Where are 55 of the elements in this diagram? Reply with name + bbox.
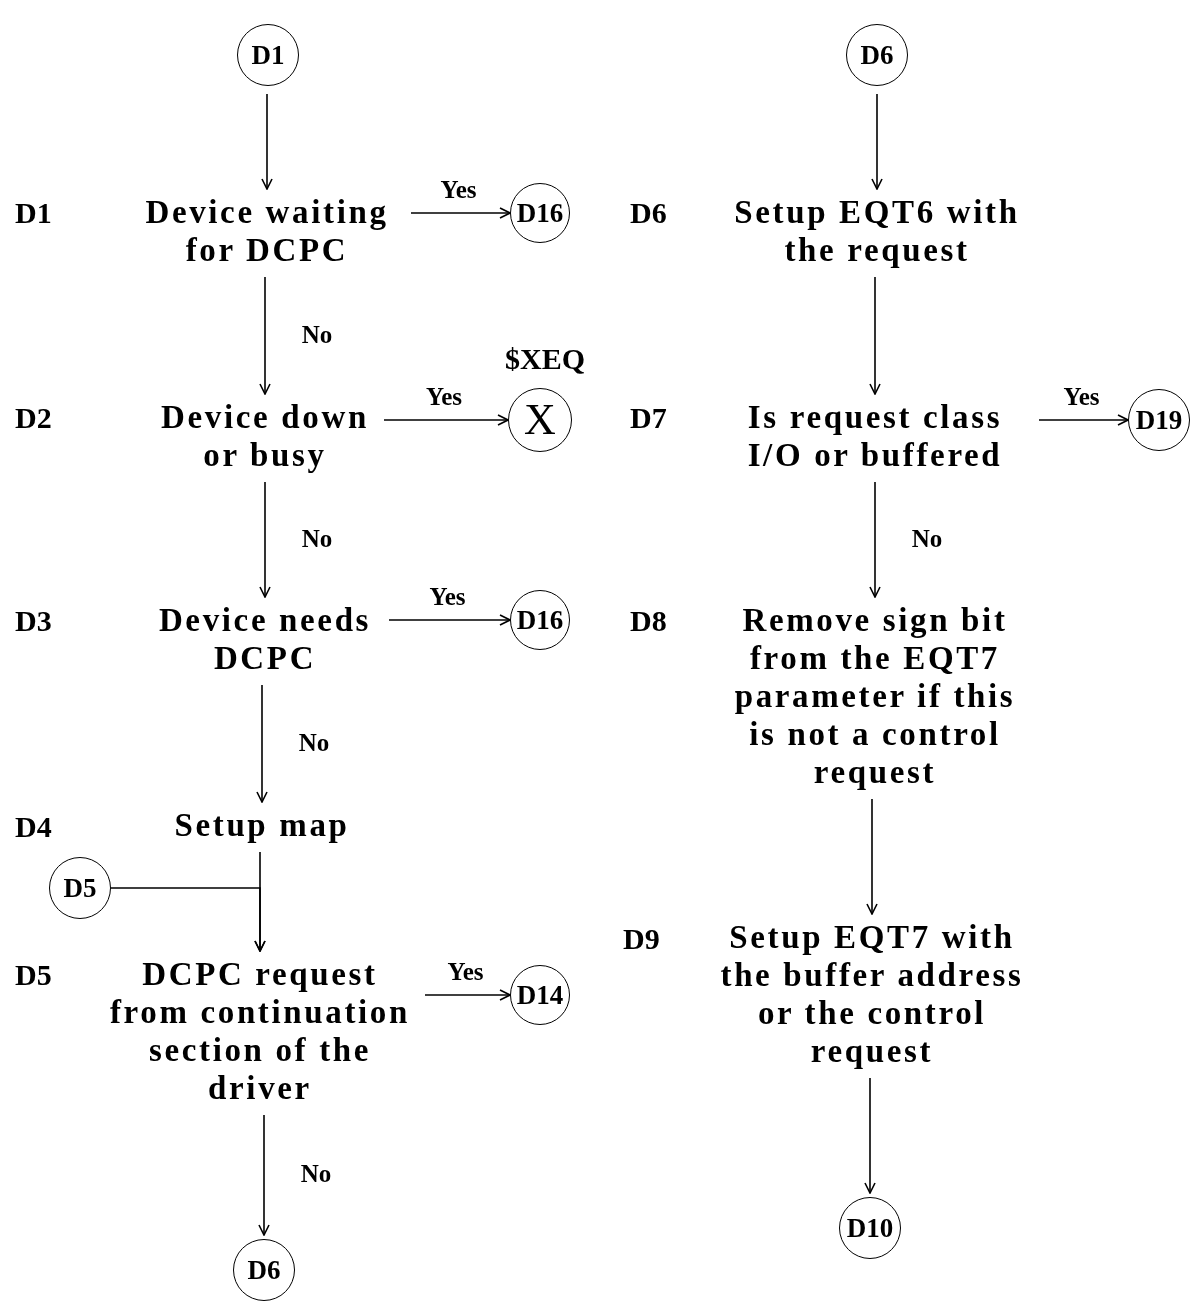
step-text: Device down or busy [150,398,380,474]
step-label: D2 [15,400,52,436]
step-text: Is request class I/O or buffered [715,398,1035,474]
step-label: D6 [630,195,667,231]
connector-label: D5 [63,874,97,902]
step-text: Setup EQT6 with the request [722,193,1032,269]
edge-label: No [301,321,333,346]
step-label: D8 [630,603,667,639]
arrow [866,798,878,915]
arrow [110,887,266,952]
arrow [256,684,268,803]
arrow [871,93,883,190]
step-label: D4 [15,809,52,845]
arrow [869,481,881,598]
arrow [259,481,271,598]
arrow [261,93,273,190]
edge-label: Yes [447,958,484,984]
step-text: Device needs DCPC [145,601,385,677]
arrow [258,1114,270,1236]
arrow [1038,414,1129,426]
edge-label: Yes [1063,383,1100,409]
edge-label: Yes [429,583,466,609]
step-text: Device waiting for DCPC [127,193,407,269]
connector-label: D10 [846,1214,894,1242]
step-text: Setup EQT7 with the buffer address or the control request [701,918,1043,1070]
step-label: D7 [630,400,667,436]
connector-label: D6 [247,1256,281,1284]
connector-label: D6 [860,41,894,69]
connector-label: D16 [516,199,564,227]
edge-label: No [300,1160,332,1186]
arrow [388,614,511,626]
arrow [869,276,881,395]
step-label: D1 [15,195,52,231]
step-label: D5 [15,957,52,993]
arrow [410,207,511,219]
connector-label: X [524,398,556,442]
step-label: D9 [623,921,660,957]
step-text: DCPC request from continuation section of the driver [99,955,421,1107]
arrow [424,989,511,1001]
connector-label: D1 [251,41,285,69]
routine-name: $XEQ [505,341,585,377]
step-text: Remove sign bit from the EQT7 parameter if this is not a control request [725,601,1025,791]
arrow [864,1077,876,1194]
step-label: D3 [15,603,52,639]
edge-label: No [298,729,330,754]
step-text: Setup map [152,806,372,844]
edge-label: Yes [425,383,463,409]
connector-label: D14 [516,981,564,1009]
edge-label: Yes [440,176,477,202]
edge-label: No [911,525,943,550]
arrow [383,414,509,426]
connector-label: D16 [516,606,564,634]
edge-label: No [301,525,333,550]
connector-label: D19 [1135,406,1183,434]
arrow [259,276,271,395]
